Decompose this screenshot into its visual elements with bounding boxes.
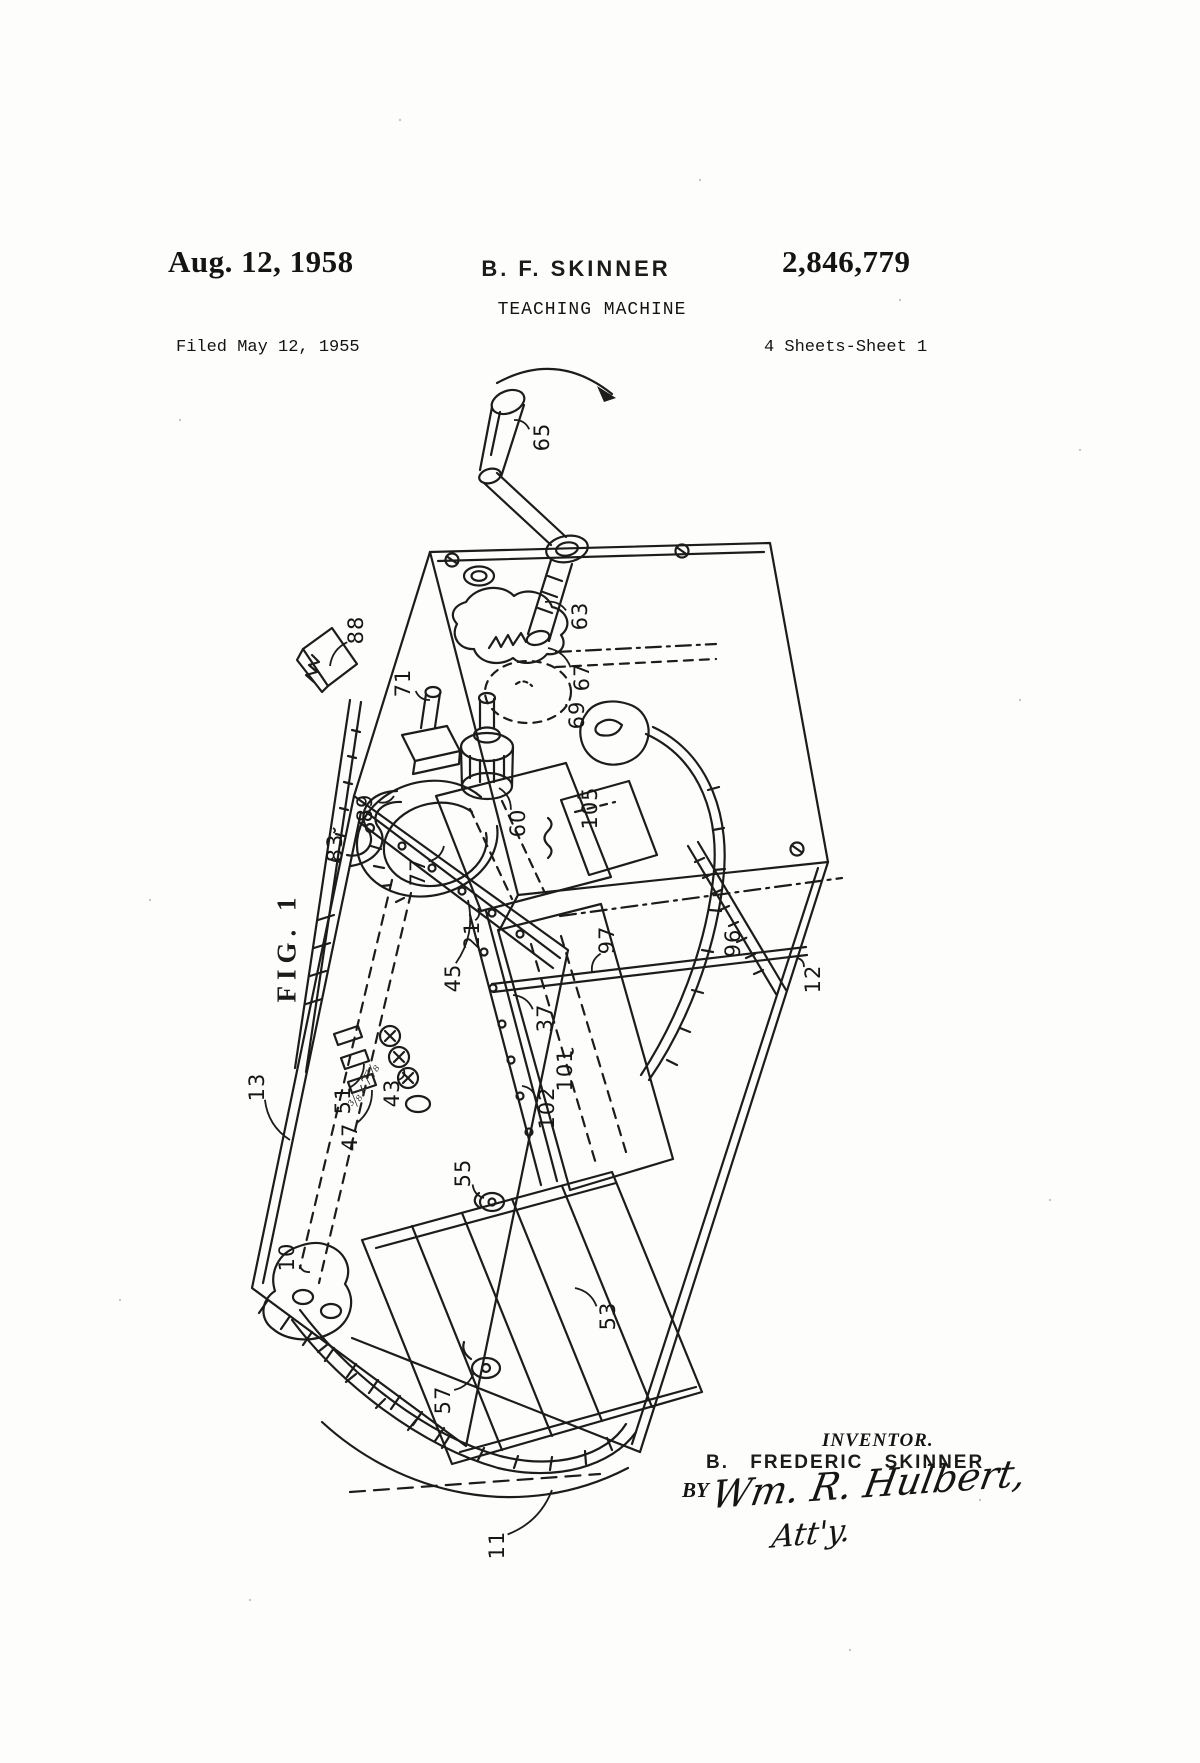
reference-numeral: 43: [380, 1079, 404, 1108]
reference-numeral: 71: [391, 669, 415, 698]
figure-label: FIG. 1: [272, 891, 303, 1002]
by-label: BY: [682, 1478, 709, 1503]
leader-line: [592, 954, 601, 972]
reference-numeral: 67: [570, 663, 594, 692]
reference-numeral: 65: [530, 423, 554, 452]
reference-numeral: 96: [721, 929, 745, 958]
reference-numeral: 83: [323, 834, 347, 863]
reference-numeral: 47: [338, 1123, 362, 1152]
reference-numerals: 65 63 88 71 67 69 8983 77 60 105 21 97 96 45 37 101102 1…: [245, 420, 825, 1559]
hidden-disc: [485, 661, 571, 723]
crank-shaft: [525, 560, 572, 647]
reference-numeral: 89: [353, 794, 377, 823]
reference-numeral: 21: [460, 921, 484, 950]
bottom-tape: [292, 1310, 636, 1497]
inventor-caption: INVENTOR.: [822, 1430, 934, 1452]
reference-numeral: 12: [801, 965, 825, 994]
reference-numeral: 97: [595, 926, 619, 955]
reference-numeral: 69: [565, 701, 589, 730]
leader-line: [333, 828, 335, 833]
reference-numeral: 102: [535, 1086, 559, 1129]
reference-numeral: 105: [578, 786, 602, 829]
case-top-face: [430, 543, 828, 895]
cam: [453, 588, 568, 663]
reference-numeral: 53: [596, 1302, 620, 1331]
reference-numeral: 13: [245, 1073, 269, 1102]
crank-handle: [478, 385, 590, 565]
reference-numeral: 77: [406, 858, 430, 887]
reference-numeral: 45: [441, 964, 465, 993]
reference-numeral: 11: [485, 1531, 509, 1560]
reference-numeral: 55: [451, 1159, 475, 1188]
reference-numeral: 10: [275, 1243, 299, 1272]
reference-numeral: 57: [431, 1386, 455, 1415]
attorney-title: Att'y.: [770, 1512, 853, 1555]
reference-numeral: 37: [533, 1004, 557, 1033]
reference-numeral: 101: [553, 1048, 577, 1091]
reference-numeral: 88: [344, 616, 368, 645]
reference-numeral: 60: [506, 809, 530, 838]
leader-line: [575, 1288, 597, 1306]
support-post: [402, 687, 460, 774]
reference-numeral: 63: [568, 602, 592, 631]
